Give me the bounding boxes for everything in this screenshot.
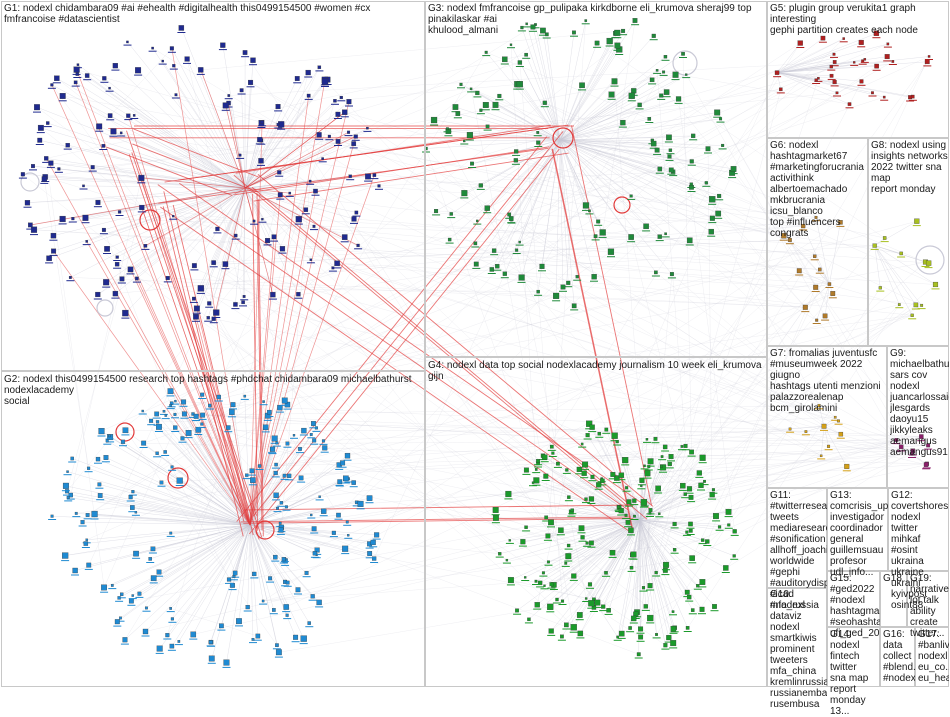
group-label-g10: G10: mfa_russia dataviz nodexl smartkiwi… — [770, 589, 827, 710]
group-label-g7: G7: fromalias juventusfc #museumweek 202… — [770, 348, 886, 414]
group-label-g9: G9: michaelbathurst sars cov nodexl juan… — [890, 348, 949, 458]
group-label-g1: G1: nodexl chidambara09 #ai #ehealth #di… — [4, 3, 424, 25]
group-label-g2: G2: nodexl this0499154500 research top h… — [4, 374, 424, 407]
group-label-g4: G4: nodexl data top social nodexlacademy… — [428, 360, 766, 382]
group-label-g14: G14: nodexl fintech twitter sna map repo… — [830, 629, 880, 717]
group-panel-g4 — [425, 357, 767, 687]
group-label-g17: G17: #banliv... nodexl eu_co... eu_hea..… — [918, 629, 949, 684]
group-panel-g2 — [1, 371, 425, 687]
group-label-g18: G18 — [883, 573, 907, 584]
group-panel-g1 — [1, 1, 425, 371]
group-label-g8: G8: nodexl using insights networks 2022 … — [871, 140, 949, 195]
group-panel-g3 — [425, 1, 767, 357]
group-label-g6: G6: nodexl hashtagmarket67 #marketingfor… — [770, 140, 867, 239]
group-label-g16: G16: data collect #blend... #nodexl — [883, 629, 915, 684]
group-label-g5: G5: plugin group verukita1 graph interes… — [770, 3, 948, 36]
group-label-g13: G13: comcrisis_upf investigador coordina… — [830, 490, 888, 578]
group-label-g3: G3: nodexl fmfrancoise gp_pulipaka kirkd… — [428, 3, 766, 36]
